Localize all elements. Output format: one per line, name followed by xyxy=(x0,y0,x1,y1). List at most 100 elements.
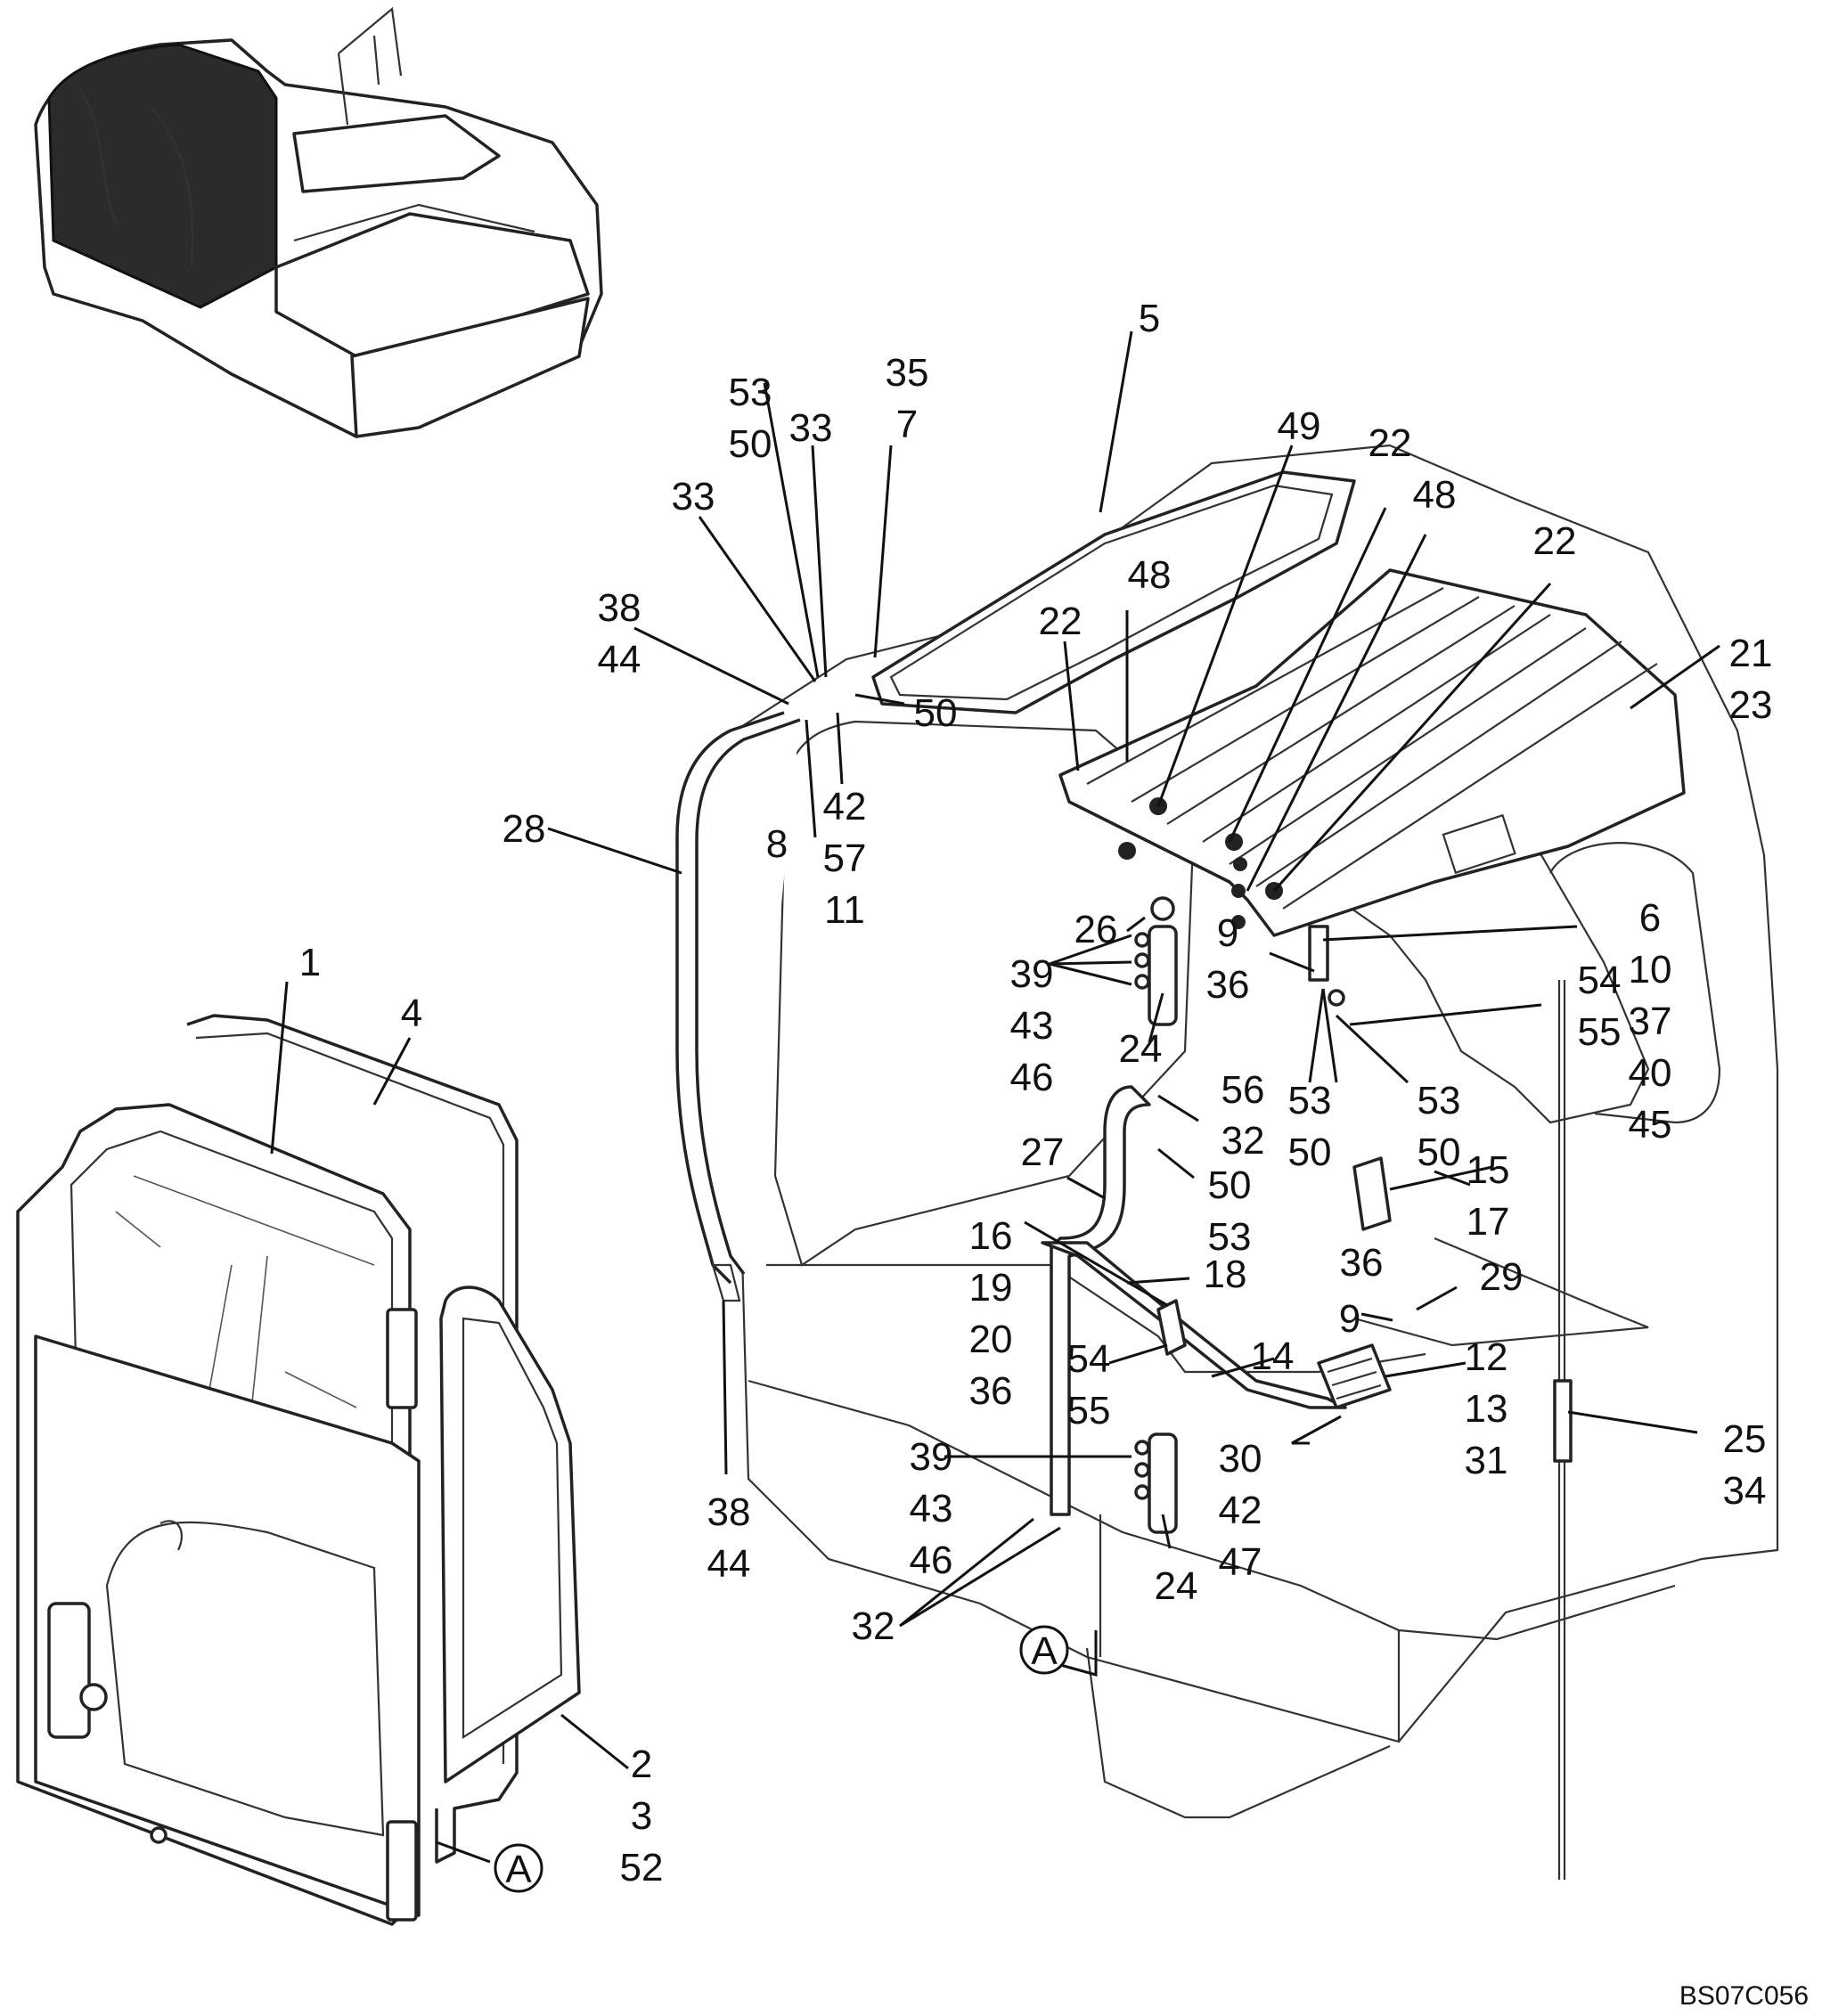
callout-number: 46 xyxy=(1010,1056,1054,1099)
callout-c16-19-20-36: 16 19 20 36 xyxy=(969,1214,1013,1413)
callout-c1: 1 xyxy=(299,941,321,984)
leader-lines xyxy=(270,331,1720,1864)
callout-number: 32 xyxy=(852,1604,895,1648)
door-assembly xyxy=(16,1014,581,1926)
callout-number: 43 xyxy=(1010,1004,1054,1048)
callout-number: 53 xyxy=(1208,1215,1252,1259)
callout-number: 42 xyxy=(1219,1489,1262,1532)
callout-c50-top: 50 xyxy=(914,691,958,735)
callout-number: 44 xyxy=(707,1542,751,1586)
callout-number: 33 xyxy=(789,406,833,450)
callout-number: 37 xyxy=(1629,1000,1672,1043)
callout-number: 55 xyxy=(1578,1010,1622,1054)
callout-number: 1 xyxy=(299,941,321,984)
callout-c26: 26 xyxy=(1074,908,1118,951)
callout-c22b: 22 xyxy=(1369,421,1412,465)
callout-number: 36 xyxy=(1340,1241,1384,1285)
callout-number: 34 xyxy=(1723,1469,1767,1513)
callout-number: 46 xyxy=(910,1539,953,1582)
callout-number: 42 xyxy=(823,785,867,828)
callout-number: 54 xyxy=(1067,1337,1111,1381)
callout-number: 53 xyxy=(1288,1079,1332,1122)
callout-c29: 29 xyxy=(1480,1255,1524,1299)
callout-number: 4 xyxy=(401,992,422,1035)
callout-c56: 56 xyxy=(1221,1068,1265,1112)
callout-number: 28 xyxy=(502,807,546,851)
callout-number: 30 xyxy=(1219,1437,1262,1481)
callout-number: 38 xyxy=(707,1490,751,1534)
callout-c18: 18 xyxy=(1204,1253,1247,1296)
callout-number: 48 xyxy=(1128,553,1172,597)
callout-number: 21 xyxy=(1729,632,1773,675)
callout-c27: 27 xyxy=(1021,1130,1065,1174)
handrail xyxy=(675,711,801,1302)
callout-c49: 49 xyxy=(1278,404,1321,448)
callout-c24-bot: 24 xyxy=(1155,1564,1198,1608)
callout-number: 22 xyxy=(1369,421,1412,465)
callout-number: 25 xyxy=(1723,1417,1767,1461)
callout-number: 52 xyxy=(620,1846,664,1889)
callout-number: 32 xyxy=(1221,1119,1265,1163)
callout-number: 11 xyxy=(824,888,865,932)
callout-number: 39 xyxy=(910,1435,953,1479)
callout-number: 40 xyxy=(1629,1051,1672,1095)
callout-number: 2 xyxy=(631,1743,652,1786)
callout-c9-mid: 9 xyxy=(1339,1297,1360,1341)
callout-number: 43 xyxy=(910,1487,953,1530)
callout-c39-43-46-bot: 39 43 46 xyxy=(910,1435,953,1582)
callout-number: 50 xyxy=(1418,1130,1461,1174)
detail-marker-a-door: A xyxy=(494,1843,543,1893)
callout-number: 27 xyxy=(1021,1130,1065,1174)
callout-number: 19 xyxy=(969,1266,1013,1310)
callout-number: 55 xyxy=(1067,1389,1111,1432)
callout-c8: 8 xyxy=(766,822,788,866)
callout-number: 15 xyxy=(1467,1148,1510,1192)
callout-c30-42-47: 30 42 47 xyxy=(1219,1437,1262,1584)
callout-number: 20 xyxy=(969,1318,1013,1361)
antenna-rod xyxy=(1553,980,1573,1880)
callout-number: 38 xyxy=(598,586,641,630)
callout-number: 50 xyxy=(1288,1130,1332,1174)
callout-number: 36 xyxy=(969,1369,1013,1413)
callout-number: 31 xyxy=(1465,1439,1508,1482)
callout-number: 22 xyxy=(1533,519,1577,563)
callout-number: 8 xyxy=(766,822,788,866)
callout-c14: 14 xyxy=(1251,1334,1295,1378)
callout-c22a: 22 xyxy=(1039,600,1083,643)
callout-c32-mid: 32 xyxy=(1221,1119,1265,1163)
callout-number: 9 xyxy=(1217,911,1238,955)
callout-number: 35 xyxy=(886,351,929,395)
callout-number: 50 xyxy=(729,422,772,466)
callout-number: 24 xyxy=(1155,1564,1198,1608)
callout-number: 14 xyxy=(1251,1334,1295,1378)
callout-number: 26 xyxy=(1074,908,1118,951)
callout-c36-mid: 36 xyxy=(1340,1241,1384,1285)
callout-number: 29 xyxy=(1480,1255,1524,1299)
machine-overview-inset xyxy=(34,6,603,438)
callout-number: 33 xyxy=(672,475,715,518)
callout-number: 16 xyxy=(969,1214,1013,1258)
svg-text:A: A xyxy=(1031,1629,1058,1673)
callout-number: 47 xyxy=(1219,1540,1262,1584)
callout-number: 50 xyxy=(914,691,958,735)
callout-number: 7 xyxy=(896,403,918,446)
roof-assembly xyxy=(871,470,1686,937)
callout-number: 13 xyxy=(1465,1387,1508,1431)
